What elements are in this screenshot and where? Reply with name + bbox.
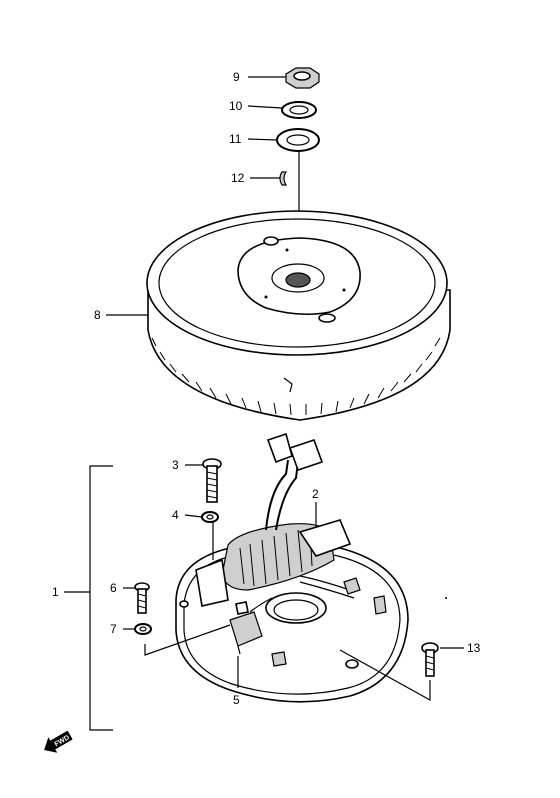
callout-4: 4 [172,508,179,522]
assembly-bracket [89,465,113,731]
washer-part-4 [201,511,219,523]
callout-9: 9 [233,70,240,84]
screw-part-13 [421,642,439,677]
callout-8: 8 [94,308,101,322]
nut-part [285,67,320,89]
screw-part-3 [202,458,222,503]
callout-5: 5 [233,693,240,707]
callout-6: 6 [110,581,117,595]
pulser-coil-part [229,601,263,655]
callout-2: 2 [312,487,319,501]
leader-lines [64,76,464,702]
washer-part-7 [134,623,152,635]
callout-1: 1 [52,585,59,599]
fwd-arrow-icon: FWD [44,730,73,753]
fwd-label: FWD [54,734,71,748]
callout-12: 12 [231,171,245,185]
washer-part [276,128,320,152]
callout-11: 11 [229,132,242,146]
screw-part-6 [134,582,150,614]
key-part [279,171,288,186]
callout-13: 13 [467,641,481,655]
flywheel-part [146,210,451,421]
lock-washer-part [281,101,317,119]
callout-7: 7 [110,622,117,636]
callout-3: 3 [172,458,179,472]
charge-coil-part [195,432,361,613]
gear-teeth [151,337,441,416]
callout-10: 10 [229,99,243,113]
